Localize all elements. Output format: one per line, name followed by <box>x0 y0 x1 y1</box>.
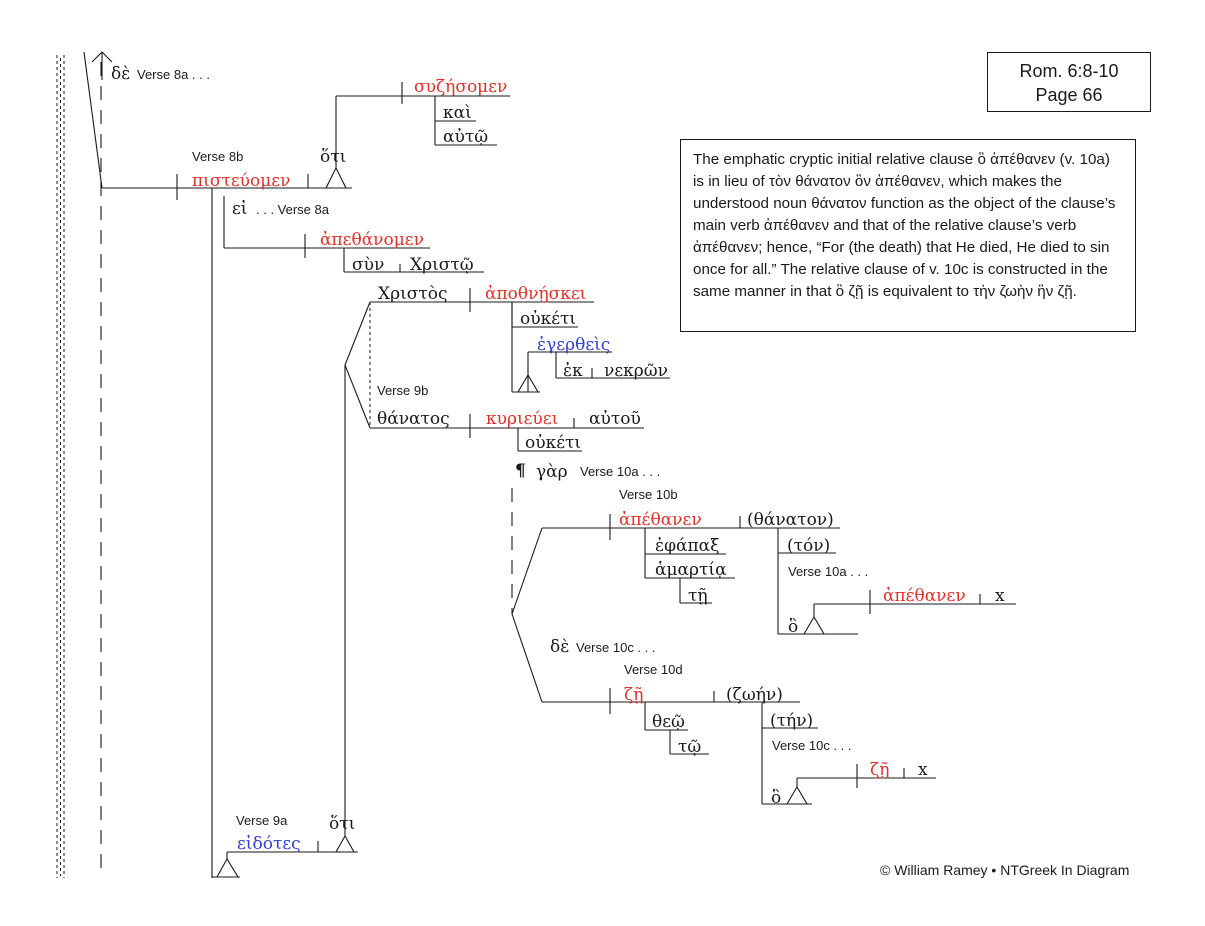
word-christo: Χριστῷ <box>410 255 474 275</box>
label-verse-10c-de: Verse 10c . . . <box>576 640 656 655</box>
label-verse-8b: Verse 8b <box>192 149 243 164</box>
word-x-2: x <box>918 760 928 780</box>
word-ei: εἰ <box>232 199 247 219</box>
label-verse-10a-rel: Verse 10a . . . <box>788 564 868 579</box>
word-ton: (τόν) <box>787 536 830 556</box>
word-ouketi-1: οὐκέτι <box>520 309 576 329</box>
word-zoen: (ζωήν) <box>726 685 783 705</box>
word-ek: ἐκ <box>563 361 583 381</box>
word-apothneskei: ἀποθνῄσκει <box>485 284 586 304</box>
label-verse-9a: Verse 9a <box>236 813 288 828</box>
label-verse-10c-rel: Verse 10c . . . <box>772 738 852 753</box>
word-apethanomen: ἀπεθάνομεν <box>320 230 424 250</box>
word-autou: αὐτοῦ <box>589 409 641 429</box>
reference-box: Rom. 6:8-10 Page 66 <box>987 52 1151 112</box>
note-box: The emphatic cryptic initial relative cl… <box>680 139 1136 332</box>
label-verse-10b: Verse 10b <box>619 487 678 502</box>
word-hoti-9a: ὅτι <box>329 814 355 834</box>
word-sun: σὺν <box>352 255 384 275</box>
word-theo: θεῷ <box>652 712 685 732</box>
word-apethanen-main: ἀπέθανεν <box>619 510 702 530</box>
word-gar: γὰρ <box>536 462 568 482</box>
word-ephapax: ἐφάπαξ <box>655 536 720 556</box>
word-ho-2: ὃ <box>771 788 781 808</box>
word-de-10c: δὲ <box>550 637 569 657</box>
paragraph-mark: ¶ <box>515 461 526 481</box>
label-verse-8a-top: Verse 8a . . . <box>137 67 210 82</box>
word-de-8a: δὲ <box>111 64 130 84</box>
word-hamartia: ἁμαρτίᾳ <box>655 560 727 580</box>
note-text: The emphatic cryptic initial relative cl… <box>693 151 1116 300</box>
diagram-lines <box>102 82 1016 878</box>
word-thanaton: (θάνατον) <box>747 510 834 530</box>
word-pisteuomen: πιστεύομεν <box>192 171 290 191</box>
word-christos: Χριστὸς <box>378 284 448 304</box>
word-ouketi-2: οὐκέτι <box>525 433 581 453</box>
word-kurieuei: κυριεύει <box>486 409 558 429</box>
reference-line-1: Rom. 6:8-10 <box>1019 61 1119 81</box>
label-verse-10d: Verse 10d <box>624 662 683 677</box>
reference-line-2: Page 66 <box>1035 85 1103 105</box>
word-eidotes: εἰδότες <box>237 834 301 854</box>
word-kai: καὶ <box>443 103 472 123</box>
word-auto: αὐτῷ <box>443 127 488 147</box>
word-ho-1: ὃ <box>788 617 798 637</box>
left-border-ornament <box>56 51 113 878</box>
credit-line: © William Ramey • NTGreek In Diagram <box>880 862 1130 878</box>
word-x-1: x <box>995 586 1005 606</box>
word-thanatos: θάνατος <box>377 409 450 429</box>
word-te: τῇ <box>688 586 708 606</box>
word-hoti-8b: ὅτι <box>320 147 346 167</box>
word-ze-main: ζῇ <box>624 685 643 705</box>
word-nekron: νεκρῶν <box>604 361 668 381</box>
label-verse-8a-ei: . . . Verse 8a <box>256 202 330 217</box>
word-suzesomen: συζήσομεν <box>414 77 507 97</box>
word-to: τῷ <box>678 737 701 757</box>
word-egertheis: ἐγερθεὶς <box>537 335 610 355</box>
label-verse-10a-gar: Verse 10a . . . <box>580 464 660 479</box>
word-apethanen-rel: ἀπέθανεν <box>883 586 966 606</box>
label-verse-9b: Verse 9b <box>377 383 428 398</box>
word-ten: (τήν) <box>770 711 813 731</box>
word-ze-rel: ζῇ <box>870 760 889 780</box>
